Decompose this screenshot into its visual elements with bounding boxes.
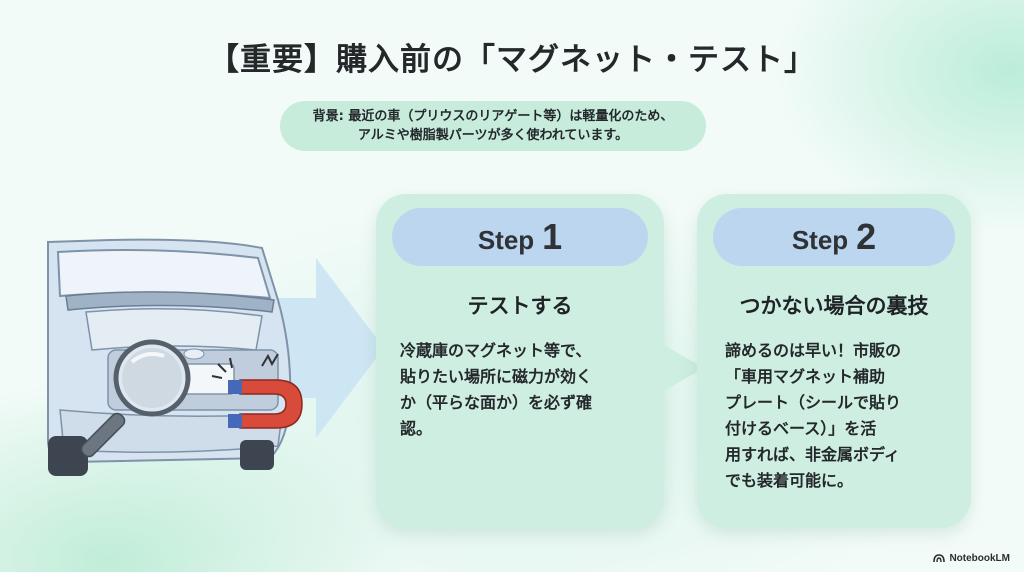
- car-rear-icon: [47, 238, 303, 476]
- background-note-line-1: 背景: 最近の車（プリウスのリアゲート等）は軽量化のため、: [312, 109, 674, 124]
- brand-watermark: NotebookLM: [933, 553, 1010, 564]
- page-title: 【重要】購入前の「マグネット・テスト」: [208, 42, 816, 78]
- step-2-heading: つかない場合の裏技: [739, 294, 929, 318]
- magnifier-icon: [80, 339, 191, 458]
- step-2-word: Step: [791, 225, 849, 255]
- step-2-body: 諦めるのは早い！市販の 「車用マグネット補助 プレート（シールで貼り 付けるベー…: [725, 341, 902, 490]
- step-1-word: Step: [477, 225, 535, 255]
- step-1-heading: テストする: [467, 294, 573, 318]
- step-2-number: 2: [856, 216, 877, 257]
- brand-label: NotebookLM: [949, 553, 1010, 564]
- step-1-body: 冷蔵庫のマグネット等で、 貼りたい場所に磁力が効く か（平らな面か）を必ず確 認…: [400, 341, 593, 438]
- background-note-line-2: アルミや樹脂製パーツが多く使われています。: [357, 128, 629, 143]
- chevron-right-icon: [662, 344, 704, 392]
- background-note: 背景: 最近の車（プリウスのリアゲート等）は軽量化のため、 アルミや樹脂製パーツ…: [280, 101, 706, 151]
- step-1-number: 1: [542, 216, 563, 257]
- horseshoe-magnet-icon: [211, 353, 303, 429]
- notebooklm-logo-icon: [933, 554, 946, 563]
